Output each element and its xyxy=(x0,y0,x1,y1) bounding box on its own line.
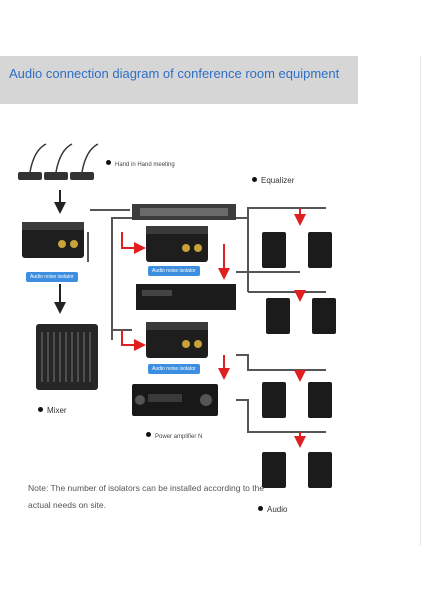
cables xyxy=(87,207,326,433)
bullet-icon xyxy=(252,177,257,182)
isolator-tag-1: Audio noise isolator xyxy=(26,272,78,282)
audio-label: Audio xyxy=(258,505,287,514)
microphone-3 xyxy=(70,143,99,180)
isolator-tag-3: Audio noise isolator xyxy=(148,364,200,374)
isolator-tag-2: Audio noise isolator xyxy=(148,266,200,276)
noise-isolator-3 xyxy=(146,322,208,358)
mixer-device xyxy=(36,324,98,390)
equalizer-label: Equalizer xyxy=(252,176,294,185)
noise-isolator-1 xyxy=(22,222,84,258)
title-banner: Audio connection diagram of conference r… xyxy=(0,56,358,104)
bullet-icon xyxy=(146,432,151,437)
microphone-2 xyxy=(44,143,73,180)
installation-note: Note: The number of isolators can be ins… xyxy=(28,483,265,510)
mixer-label: Mixer xyxy=(38,406,67,415)
bullet-icon xyxy=(258,506,263,511)
conference-microphones xyxy=(18,143,99,180)
page-title: Audio connection diagram of conference r… xyxy=(9,66,340,81)
meeting-label: Hand in Hand meeting xyxy=(106,160,175,168)
power-amplifier-label: Power amplifier N xyxy=(146,432,202,440)
bullet-icon xyxy=(106,160,111,165)
bullet-icon xyxy=(38,407,43,412)
power-amplifier-device xyxy=(132,384,218,416)
signal-arrows xyxy=(121,208,306,448)
speaker xyxy=(262,452,332,488)
speaker xyxy=(266,298,336,334)
noise-isolator-2 xyxy=(146,226,208,262)
speakers xyxy=(262,232,336,488)
amplifier-1 xyxy=(136,284,236,310)
divider xyxy=(420,56,421,546)
microphone-1 xyxy=(18,143,47,180)
speaker xyxy=(262,382,332,418)
equalizer-device xyxy=(132,204,236,220)
speaker xyxy=(262,232,332,268)
